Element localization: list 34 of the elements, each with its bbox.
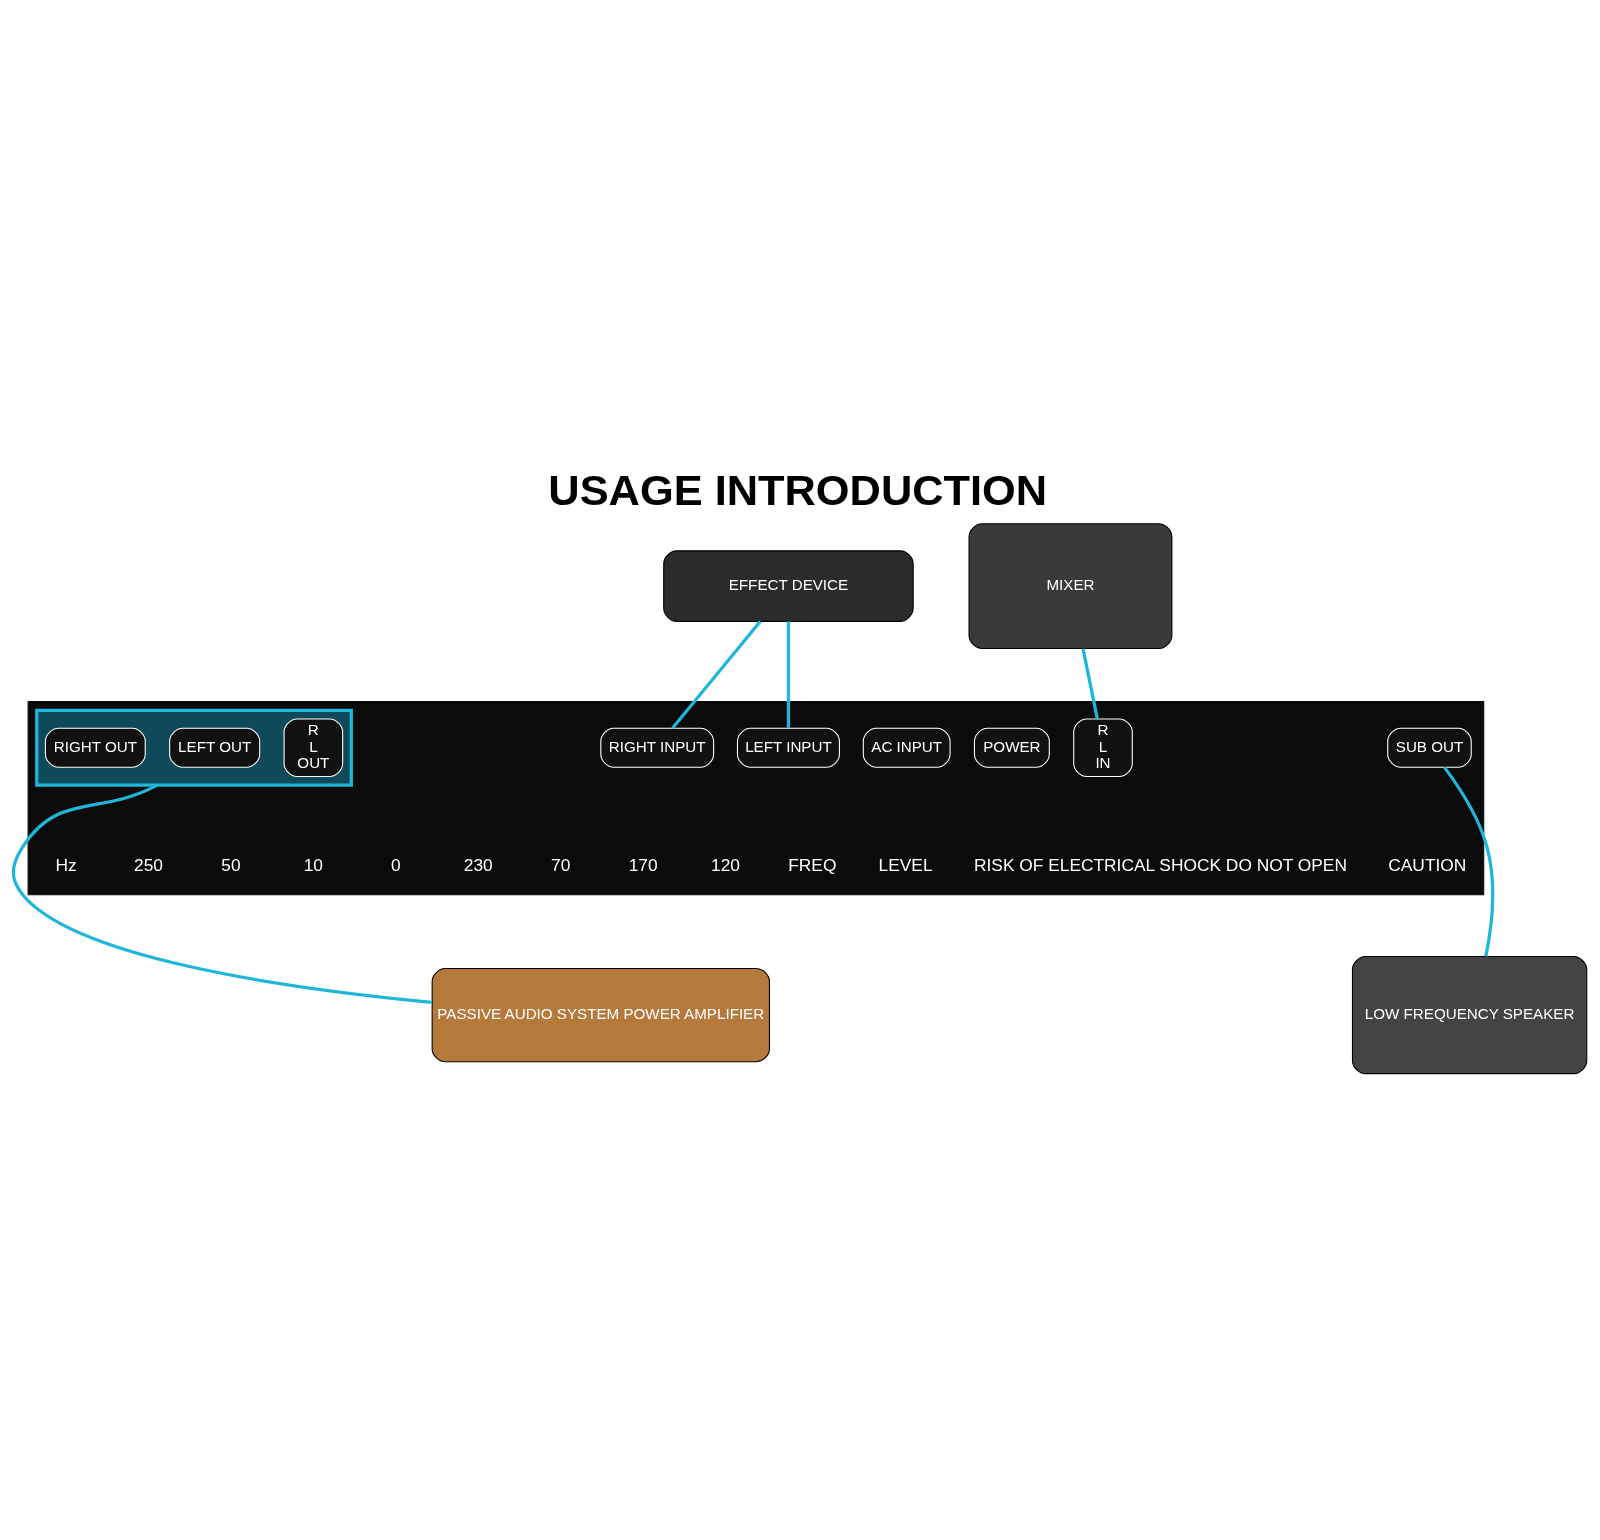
node-box: MIXER [968,522,1173,649]
connector [1081,648,1099,719]
label: 70 [551,854,571,875]
node-box: RIGHT INPUT [600,727,715,768]
connector [1443,765,1495,957]
label: LEVEL [878,854,933,875]
node-box: R L IN [1073,717,1133,777]
label: 0 [390,854,401,875]
diagram-title: USAGE INTRODUCTION [548,465,1048,514]
node-box: RIGHT OUT [44,727,146,768]
connector [786,620,791,728]
label: 10 [303,854,324,875]
label: CAUTION [1388,854,1467,875]
label: RISK OF ELECTRICAL SHOCK DO NOT OPEN [974,854,1347,875]
label: 50 [221,854,241,875]
label: 250 [134,854,163,875]
connector [671,619,762,729]
node-box: EFFECT DEVICE [663,549,914,622]
label: FREQ [788,854,837,875]
cluster [35,708,353,787]
node-box: AC INPUT [862,727,951,768]
node-box: POWER [973,727,1050,768]
label: 120 [711,854,741,875]
node-box: R L OUT [283,717,344,777]
connector [11,783,432,1004]
node-box: SUB OUT [1387,727,1472,768]
node-box: LEFT INPUT [736,727,840,768]
label: 170 [628,854,658,875]
node-box: PASSIVE AUDIO SYSTEM POWER AMPLIFIER [431,967,770,1062]
cluster [27,700,1485,895]
node-box: LEFT OUT [169,727,261,768]
node-box: LOW FREQUENCY SPEAKER [1351,955,1588,1074]
label: 230 [463,854,493,875]
label: Hz [55,854,77,875]
